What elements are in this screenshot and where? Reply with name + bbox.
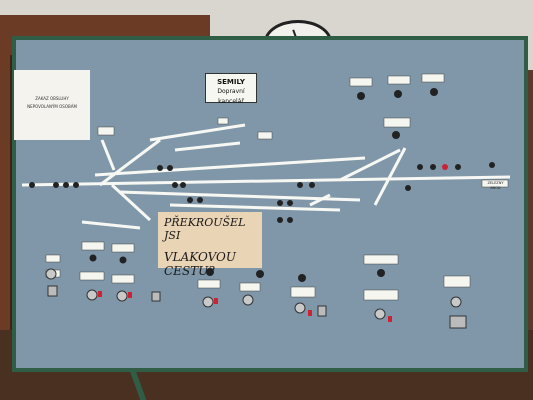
- track-diagonal-3: [339, 148, 401, 182]
- sign-line-2: VLAKOVOU CESTU?: [164, 250, 236, 278]
- track-diagonal-5: [309, 193, 331, 207]
- panel-lamps-top: [89, 88, 438, 282]
- track-upper-3: [174, 141, 241, 152]
- track-diagonal-2: [110, 183, 152, 222]
- track-stub-1: [100, 139, 116, 171]
- handwritten-sign: PŘEKROUŠEL JSI VLAKOVOU CESTU?: [158, 212, 262, 278]
- key-switches: [47, 285, 467, 329]
- track-upper-2: [149, 123, 246, 142]
- station-subtitle: Dopravní kancelář: [217, 88, 245, 105]
- small-labels: [45, 73, 509, 301]
- destination-label: ZELEZNY BROD: [487, 181, 504, 190]
- indicator-lamps: [29, 162, 495, 223]
- station-name: SEMILY: [217, 78, 245, 86]
- signal-control-panel: [12, 36, 528, 372]
- red-handles: [98, 291, 392, 322]
- red-lamps: [442, 164, 448, 170]
- notice-line: NEPOVOLANÝM OSOBÁM: [27, 104, 77, 109]
- track-lower-2: [169, 203, 341, 212]
- notice-line: ZAKAZ OBSLUHY: [35, 96, 69, 101]
- control-knobs: [45, 268, 462, 320]
- track-lines: [21, 123, 511, 230]
- track-diagonal-4: [373, 147, 407, 206]
- station-title-plate: SEMILY Dopravní kancelář: [205, 73, 257, 105]
- track-diagonal-1: [99, 138, 161, 187]
- sign-line-1: PŘEKROUŠEL JSI: [164, 216, 246, 242]
- track-siding: [81, 220, 141, 230]
- main-track: [21, 175, 511, 187]
- track-upper-1: [94, 156, 366, 177]
- warning-notice: ZAKAZ OBSLUHY NEPOVOLANÝM OSOBÁM: [14, 70, 90, 140]
